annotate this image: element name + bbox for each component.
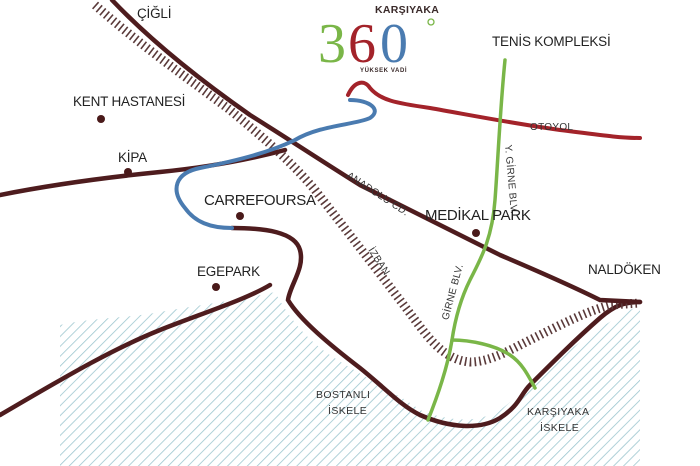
egepark-marker-icon <box>212 283 220 291</box>
girne-boulevard <box>426 58 507 422</box>
logo-brand-text: KARŞIYAKA <box>375 4 439 16</box>
label-karsiyaka-2: İSKELE <box>540 421 579 434</box>
label-tenis-kompleksi: TENİS KOMPLEKSİ <box>492 34 611 49</box>
carrefoursa-marker-icon <box>236 212 244 220</box>
label-cigli: ÇİĞLİ <box>137 6 171 21</box>
label-izban: İZBAN <box>365 245 393 278</box>
label-naldoken: NALDÖKEN <box>588 262 661 277</box>
kent-hastanesi-marker-icon <box>97 115 105 123</box>
medikal-park-marker-icon <box>472 229 480 237</box>
logo-subtitle: YÜKSEK VADİ <box>360 67 407 74</box>
logo-degree-icon <box>427 18 435 26</box>
label-medikal-park: MEDİKAL PARK <box>425 206 531 224</box>
label-girne-blv: GİRNE BLV. <box>438 262 465 321</box>
logo-digit-6: 6 <box>348 13 376 75</box>
otoyol-highway <box>346 80 642 140</box>
label-karsiyaka-1: KARŞIYAKA <box>527 406 589 418</box>
sea-area <box>60 292 640 466</box>
carrefoursa-road <box>229 225 643 429</box>
label-kent-hastanesi: KENT HASTANESİ <box>73 94 185 109</box>
label-bostanli-1: BOSTANLI <box>316 389 370 401</box>
label-kipa: KİPA <box>118 150 147 165</box>
anadolu-road <box>109 0 643 305</box>
label-anadolu-cd: ANADOLU CD. <box>344 170 410 218</box>
connector-road <box>174 98 377 230</box>
kipa-marker-icon <box>124 168 132 176</box>
karsiyaka-360-logo: KARŞIYAKA 3 6 0 YÜKSEK VADİ <box>318 4 439 75</box>
label-y-girne-blv: Y. GİRNE BLV. <box>502 144 521 214</box>
label-otoyol: OTOYOL <box>530 122 573 133</box>
label-egepark: EGEPARK <box>197 264 260 279</box>
girne-boulevard-branch <box>450 338 537 390</box>
logo-digit-0: 0 <box>380 13 408 75</box>
coastal-road <box>0 282 273 418</box>
label-bostanli-2: İSKELE <box>328 404 367 417</box>
label-carrefoursa: CARREFOURSA <box>204 192 316 209</box>
logo-digit-3: 3 <box>318 13 346 75</box>
